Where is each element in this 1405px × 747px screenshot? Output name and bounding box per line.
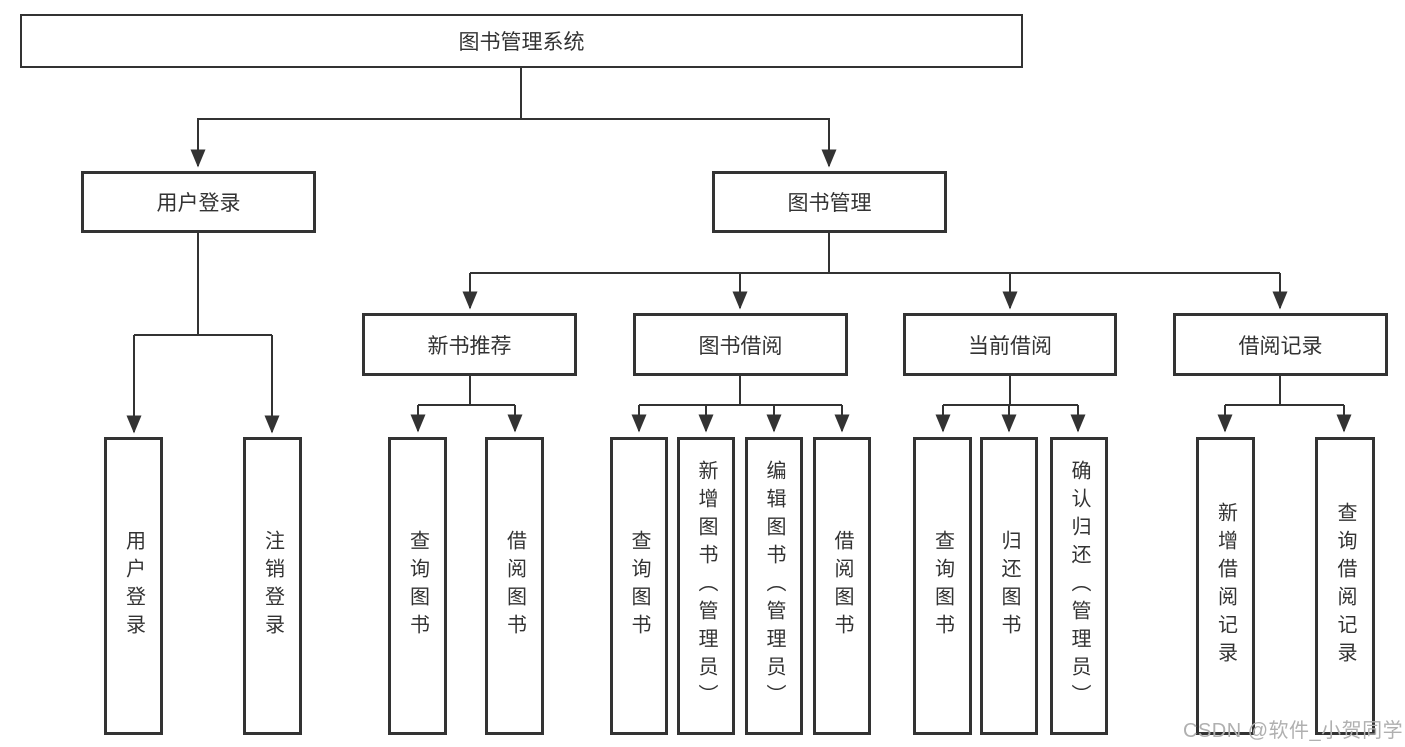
leaf-query-books-recommend: 查询图书 bbox=[388, 437, 447, 735]
leaf-edit-books-admin: 编辑图书（管理员） bbox=[745, 437, 803, 735]
node-new-book-recommendation: 新书推荐 bbox=[362, 313, 577, 376]
leaf-label: 新增借阅记录 bbox=[1214, 502, 1237, 670]
leaf-label: 新增图书（管理员） bbox=[695, 460, 717, 712]
leaf-add-books-admin: 新增图书（管理员） bbox=[677, 437, 735, 735]
leaf-label: 查询图书 bbox=[406, 530, 429, 642]
node-label: 图书借阅 bbox=[698, 334, 783, 358]
leaf-label: 查询图书 bbox=[628, 530, 650, 642]
leaf-logout: 注销登录 bbox=[243, 437, 302, 735]
csdn-watermark: CSDN @软件_小贺同学 bbox=[1183, 720, 1404, 742]
leaf-label: 借阅图书 bbox=[503, 530, 526, 642]
leaf-query-books-borrow: 查询图书 bbox=[610, 437, 668, 735]
leaf-confirm-return-admin: 确认归还（管理员） bbox=[1050, 437, 1108, 735]
leaf-borrow-books: 借阅图书 bbox=[813, 437, 871, 735]
node-current-borrowing: 当前借阅 bbox=[903, 313, 1117, 376]
leaf-query-books-current: 查询图书 bbox=[913, 437, 972, 735]
leaf-add-borrow-record: 新增借阅记录 bbox=[1196, 437, 1255, 735]
node-label: 图书管理 bbox=[787, 192, 872, 215]
leaf-borrow-books-recommend: 借阅图书 bbox=[485, 437, 544, 735]
leaf-query-borrow-record: 查询借阅记录 bbox=[1315, 437, 1375, 735]
node-label: 当前借阅 bbox=[968, 334, 1052, 358]
leaf-label: 查询借阅记录 bbox=[1334, 502, 1356, 670]
node-book-management: 图书管理 bbox=[712, 171, 947, 233]
node-label: 图书管理系统 bbox=[458, 31, 585, 54]
node-library-management-system: 图书管理系统 bbox=[20, 14, 1023, 68]
node-user-login: 用户登录 bbox=[81, 171, 316, 233]
node-book-borrowing: 图书借阅 bbox=[633, 313, 848, 376]
leaf-label: 借阅图书 bbox=[831, 530, 853, 642]
leaf-label: 注销登录 bbox=[261, 530, 284, 642]
node-label: 借阅记录 bbox=[1238, 334, 1323, 358]
node-borrowing-records: 借阅记录 bbox=[1173, 313, 1388, 376]
leaf-return-books: 归还图书 bbox=[980, 437, 1038, 735]
leaf-user-login: 用户登录 bbox=[104, 437, 163, 735]
leaf-label: 归还图书 bbox=[998, 530, 1020, 642]
leaf-label: 确认归还（管理员） bbox=[1068, 460, 1090, 712]
leaf-label: 编辑图书（管理员） bbox=[763, 460, 785, 712]
leaf-label: 查询图书 bbox=[931, 530, 954, 642]
leaf-label: 用户登录 bbox=[122, 530, 145, 642]
node-label: 新书推荐 bbox=[427, 334, 512, 358]
node-label: 用户登录 bbox=[156, 192, 241, 215]
